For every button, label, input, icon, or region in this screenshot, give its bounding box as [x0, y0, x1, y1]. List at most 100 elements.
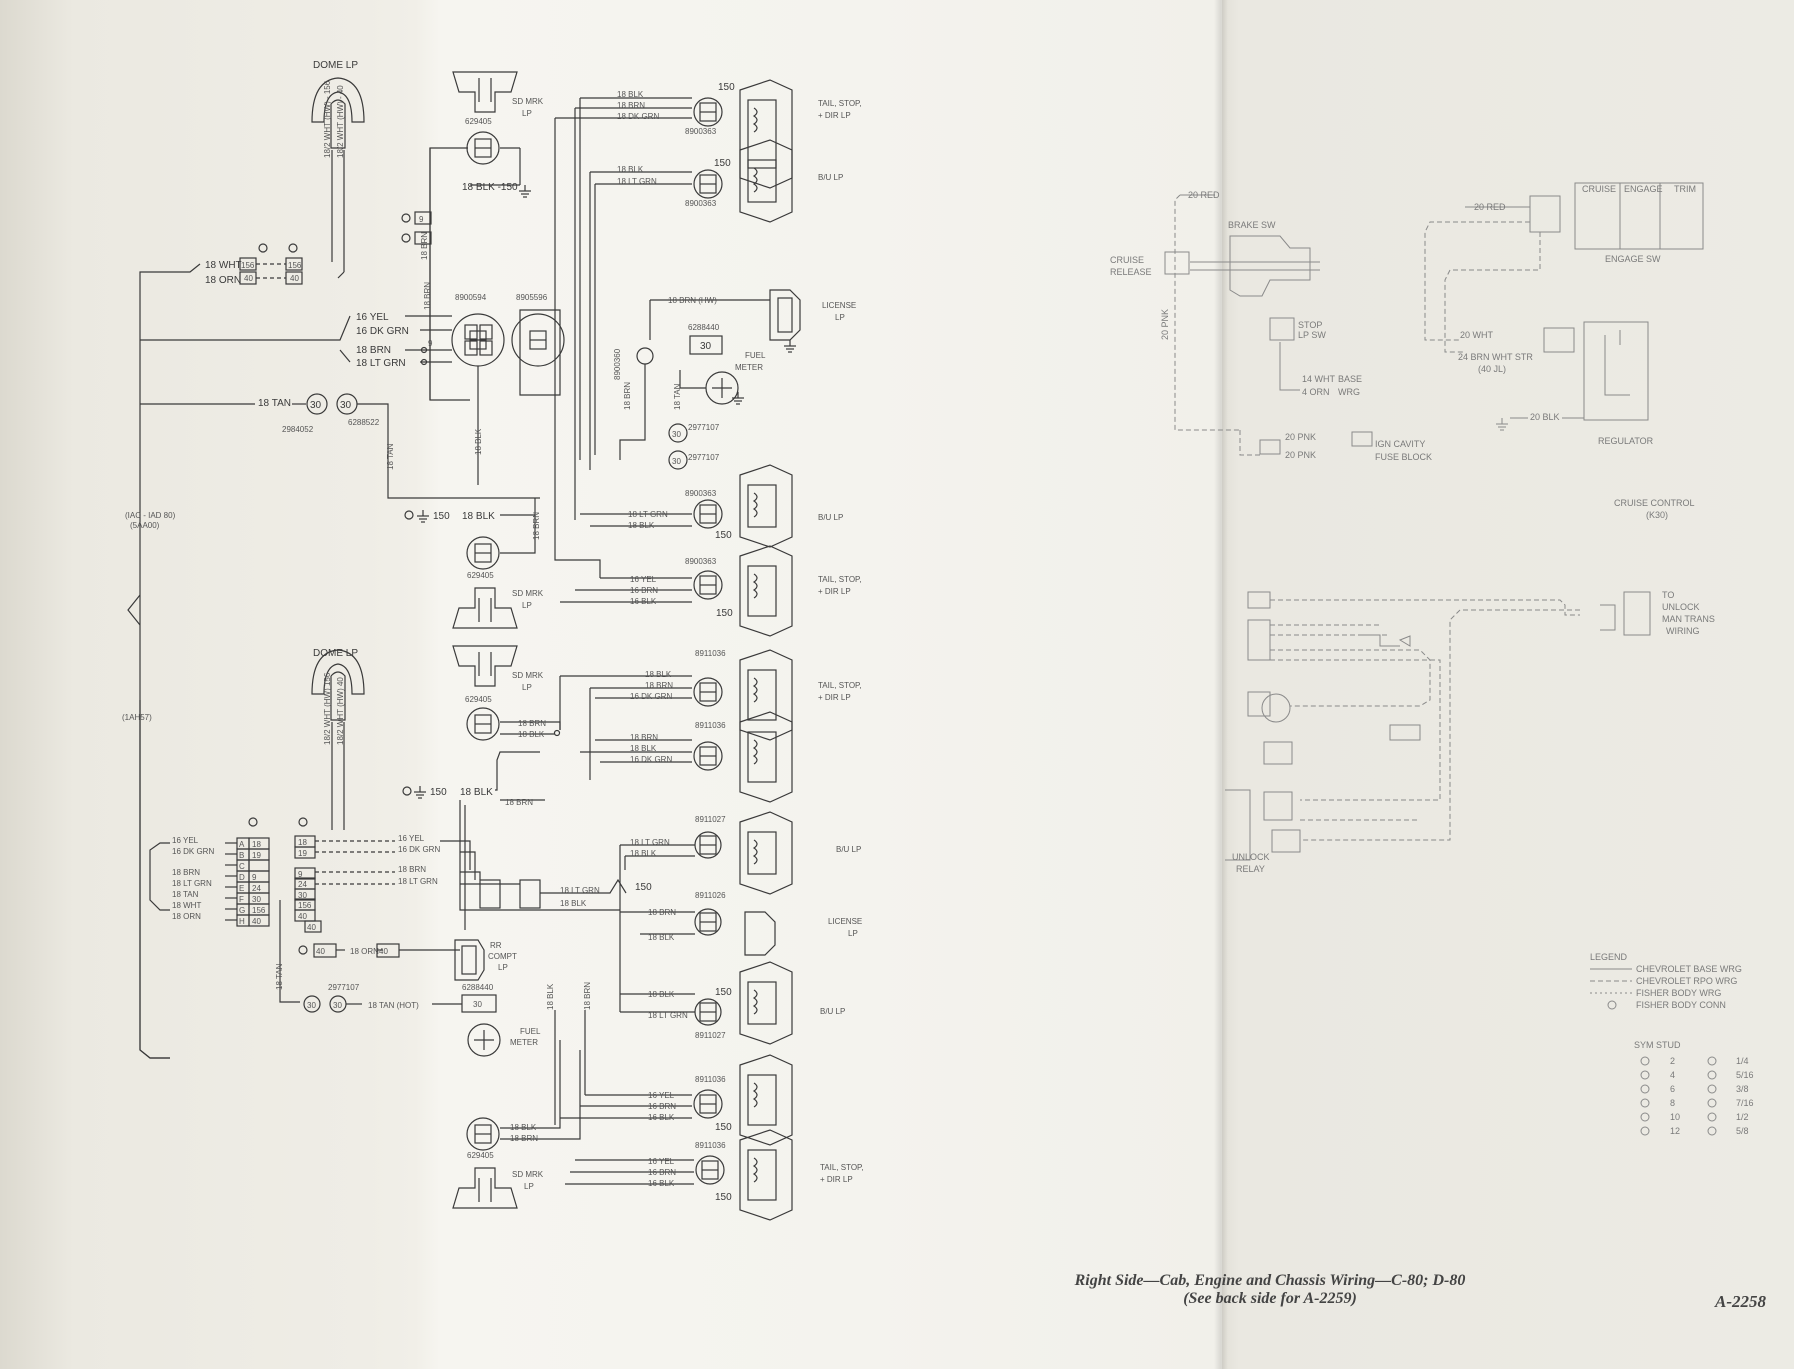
lamp-label: B/U LP — [820, 1007, 845, 1016]
lamp-label: B/U LP — [818, 513, 843, 522]
stud-size: 3/8 — [1736, 1084, 1749, 1094]
ground-stud — [258, 243, 268, 253]
wire-path — [452, 645, 518, 687]
harness-cavity — [294, 867, 316, 880]
wire-label: 18 BRN — [398, 865, 426, 874]
wire-label: 14 WHT — [1302, 374, 1336, 384]
stud-symbol-num: 10 — [1670, 1112, 1680, 1122]
vertical-wire-label: 18/2 WHT (HW) - 40 — [336, 85, 345, 158]
wire-label: 18 BLK — [510, 1123, 537, 1132]
part-number: 6288440 — [688, 323, 720, 332]
lamp-label: COMPT — [488, 952, 517, 961]
wire-label: 18 LT GRN — [628, 510, 668, 519]
wire-path — [752, 839, 758, 865]
connector-box — [1271, 829, 1301, 853]
wire-path — [454, 939, 485, 981]
circuit-number: 30 — [333, 1001, 342, 1010]
pin-letter: A — [239, 840, 245, 849]
pin-circuit: 19 — [298, 849, 307, 858]
part-number: 8900363 — [685, 489, 717, 498]
lamp-label: + DIR LP — [818, 111, 851, 120]
wire-path — [1604, 330, 1630, 396]
wire-path — [478, 1178, 492, 1202]
wire-path — [311, 77, 365, 123]
wire-path — [495, 751, 540, 791]
wire-label: 18 BLK — [648, 933, 675, 942]
ground-stud — [402, 786, 412, 796]
stud-symbol — [1640, 1084, 1650, 1094]
circuit-number: 9 — [419, 215, 424, 224]
option-label: (5AA00) — [130, 521, 160, 530]
wire-label: 16 DK GRN — [398, 845, 440, 854]
wire-label: 16 DK GRN — [630, 692, 672, 701]
page-fold — [1214, 0, 1228, 1369]
dome-lamp-label: DOME LP — [313, 648, 358, 659]
wire-path — [1623, 591, 1651, 636]
component-label: CRUISE — [1110, 255, 1144, 265]
side-marker-label: SD MRK — [512, 589, 544, 598]
connector-circle — [668, 423, 688, 443]
connector-circle — [553, 729, 561, 737]
circuit-number: 30 — [340, 400, 352, 411]
legend-entry: CHEVROLET BASE WRG — [1636, 964, 1742, 974]
part-number: 8900360 — [613, 348, 622, 380]
lamp-label: TAIL, STOP, — [820, 1163, 864, 1172]
vertical-wire-label: 18 TAN — [386, 443, 395, 470]
wire-label: 18 BLK -150 — [462, 182, 518, 193]
wire-path — [752, 492, 758, 518]
wire-path — [739, 139, 793, 223]
wire-path — [478, 652, 492, 676]
wire-path — [139, 700, 170, 1059]
side-marker-label: SD MRK — [512, 671, 544, 680]
lamp-label: LP — [848, 929, 858, 938]
wire-label: 18 ORN — [172, 912, 201, 921]
wire-path — [140, 315, 351, 341]
lamp-label: LICENSE — [822, 301, 856, 310]
wire-path — [739, 545, 793, 637]
stud-symbol — [1640, 1126, 1650, 1136]
lamp-socket — [747, 1149, 777, 1201]
pin-circuit: 9 — [298, 870, 303, 879]
wire-path — [460, 851, 476, 880]
wire-path — [279, 900, 300, 1003]
circuit-number: 150 — [715, 530, 732, 541]
pin-circuit: 30 — [252, 895, 261, 904]
stud-symbol-num: 2 — [1670, 1056, 1675, 1066]
part-number: 629405 — [465, 117, 492, 126]
wire-path — [500, 515, 536, 554]
wire-path — [679, 370, 706, 389]
connector-circle — [693, 499, 723, 529]
part-number: 629405 — [467, 1151, 494, 1160]
legend-entry: FISHER BODY WRG — [1636, 988, 1721, 998]
part-number: 8911036 — [695, 1075, 726, 1084]
part-number: 8911036 — [695, 649, 726, 658]
wire-label: 16 YEL — [398, 834, 425, 843]
component-label: IGN CAVITY — [1375, 439, 1425, 449]
stud-symbol — [1640, 1070, 1650, 1080]
circuit-number: 40 — [290, 274, 299, 283]
stud-symbol — [1707, 1098, 1717, 1108]
lamp-label: LICENSE — [828, 917, 862, 926]
wire-path — [752, 573, 758, 599]
wire-label: 18 BLK — [518, 730, 545, 739]
component-label: FUSE BLOCK — [1375, 452, 1432, 462]
wire-label: 18 BLK — [630, 744, 657, 753]
connector-circle — [693, 677, 723, 707]
lamp-socket — [747, 831, 777, 875]
circuit-number: 30 — [700, 341, 712, 352]
pin-letter: C — [239, 862, 245, 871]
wire-label: 18 BRN — [617, 101, 645, 110]
pin-circuit: 24 — [298, 880, 307, 889]
wire-path — [739, 1129, 793, 1221]
stud-symbol-num: 8 — [1670, 1098, 1675, 1108]
lamp-label: RR — [490, 941, 502, 950]
wire-label: 18 BLK — [630, 849, 657, 858]
wire-path — [1583, 321, 1649, 421]
wire-path — [460, 871, 481, 880]
stud-symbol — [1707, 1056, 1717, 1066]
component-label: RELAY — [1236, 864, 1265, 874]
wire-label: 18 TAN (HOT) — [368, 1001, 419, 1010]
wire-label: 18 BRN — [648, 908, 676, 917]
wire-label: WRG — [1338, 387, 1360, 397]
connector-circle — [693, 169, 723, 199]
